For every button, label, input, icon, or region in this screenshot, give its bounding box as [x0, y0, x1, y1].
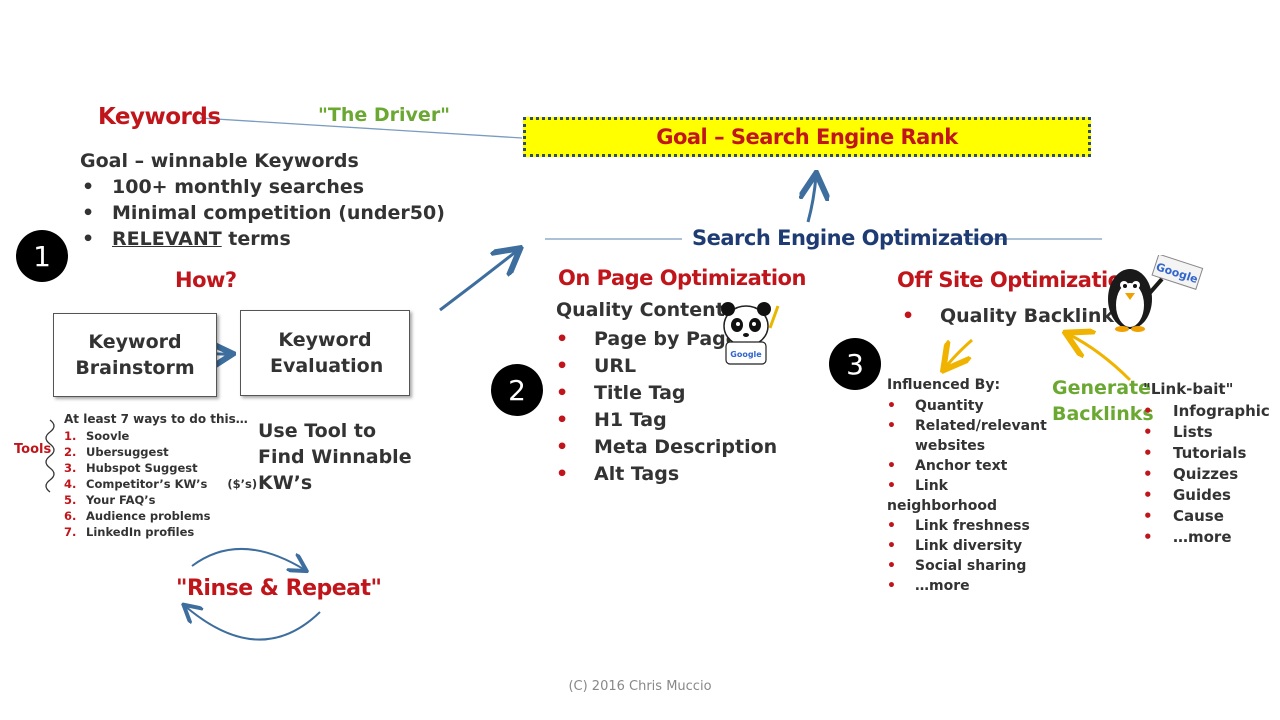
influence-item: •Link neighborhood [887, 478, 998, 514]
keyword-bullet: •100+ monthly searches [82, 176, 365, 198]
arrow-up-goal [808, 176, 816, 223]
arrow-to-influenced [945, 338, 973, 368]
linkbait-item: •Tutorials [1143, 444, 1247, 462]
linkbait-item: •Infographic [1143, 402, 1270, 420]
linkbait-item: •…more [1143, 528, 1232, 546]
onpage-item: •URL [556, 355, 637, 377]
panda-google-text: Google [730, 350, 762, 359]
tools-brace [45, 419, 55, 493]
onpage-item: •Page by Page [556, 328, 739, 350]
influence-item: •…more [887, 578, 970, 594]
linkbait-item: •Guides [1143, 486, 1231, 504]
linkbait-label: "Link-bait" [1143, 380, 1234, 398]
onpage-item: •Alt Tags [556, 463, 680, 485]
keyword-evaluation-box: Keyword Evaluation [240, 310, 410, 396]
linkbait-item: •Lists [1143, 423, 1213, 441]
influence-item: •Link freshness [887, 518, 1030, 534]
ways-header: At least 7 ways to do this… [64, 412, 248, 426]
keyword-brainstorm-box: Keyword Brainstorm [53, 313, 217, 397]
tool-item: 4.Competitor’s KW’s ($’s) [64, 477, 258, 491]
tool-item: 2.Ubersuggest [64, 445, 169, 459]
influence-item: •Related/relevant websites [887, 418, 1047, 454]
tool-item: 1.Soovle [64, 429, 130, 443]
generate-backlinks-label: Generate Backlinks [1052, 377, 1154, 425]
keyword-bullet: •RELEVANT terms [82, 228, 291, 250]
tools-list: 1.Soovle 2.Ubersuggest 3.Hubspot Suggest… [64, 428, 257, 540]
step-badge-1: 1 [16, 230, 68, 282]
tool-item: 7.LinkedIn profiles [64, 525, 195, 539]
goal-line: Goal – winnable Keywords [80, 150, 359, 172]
linkbait-list: •Infographic •Lists •Tutorials •Quizzes … [1143, 401, 1270, 548]
onpage-title: On Page Optimization [558, 266, 806, 290]
keywords-goal-block: Goal – winnable Keywords •100+ monthly s… [80, 148, 445, 252]
seo-title: Search Engine Optimization [692, 226, 1008, 250]
rinse-arrow-top [191, 548, 305, 570]
goal-box: Goal – Search Engine Rank [523, 117, 1091, 157]
offsite-title: Off Site Optimization [897, 268, 1137, 292]
linkbait-item: •Quizzes [1143, 465, 1239, 483]
influence-item: •Link diversity [887, 538, 1023, 554]
tool-item: 3.Hubspot Suggest [64, 461, 198, 475]
onpage-quality: Quality Content [556, 299, 725, 321]
tool-item: 6.Audience problems [64, 509, 211, 523]
offsite-quality: •Quality Backlinks [902, 305, 1126, 327]
panda-mascot-icon: Google [721, 302, 780, 365]
arrow-generate [1068, 334, 1132, 382]
how-label: How? [175, 268, 237, 292]
tool-item: 5.Your FAQ’s [64, 493, 156, 507]
onpage-item: •Title Tag [556, 382, 686, 404]
rinse-arrow-bottom [185, 606, 321, 641]
goal-box-label: Goal – Search Engine Rank [656, 125, 958, 149]
rinse-repeat-label: "Rinse & Repeat" [176, 576, 382, 601]
tools-label: Tools [14, 442, 52, 457]
driver-label: "The Driver" [318, 104, 451, 126]
influence-item: •Anchor text [887, 458, 1008, 474]
use-tool-text: Use Tool to Find Winnable KW’s [258, 420, 412, 494]
step-badge-2: 2 [491, 364, 543, 416]
influence-list: •Quantity •Related/relevant websites •An… [887, 396, 1057, 596]
influence-item: •Quantity [887, 398, 984, 414]
arrow-to-seo [439, 250, 518, 312]
keyword-bullet: •Minimal competition (under50) [82, 202, 445, 224]
step-badge-3: 3 [829, 338, 881, 390]
keywords-title: Keywords [98, 104, 221, 130]
influence-item: •Social sharing [887, 558, 1027, 574]
driver-line [199, 117, 523, 139]
onpage-item: •Meta Description [556, 436, 778, 458]
penguin-mascot-icon: Google [1108, 255, 1204, 332]
linkbait-item: •Cause [1143, 507, 1224, 525]
footer-copyright: (C) 2016 Chris Muccio [568, 679, 712, 694]
influenced-label: Influenced By: [887, 377, 1001, 393]
onpage-list: •Page by Page •URL •Title Tag •H1 Tag •M… [556, 326, 777, 488]
onpage-item: •H1 Tag [556, 409, 667, 431]
